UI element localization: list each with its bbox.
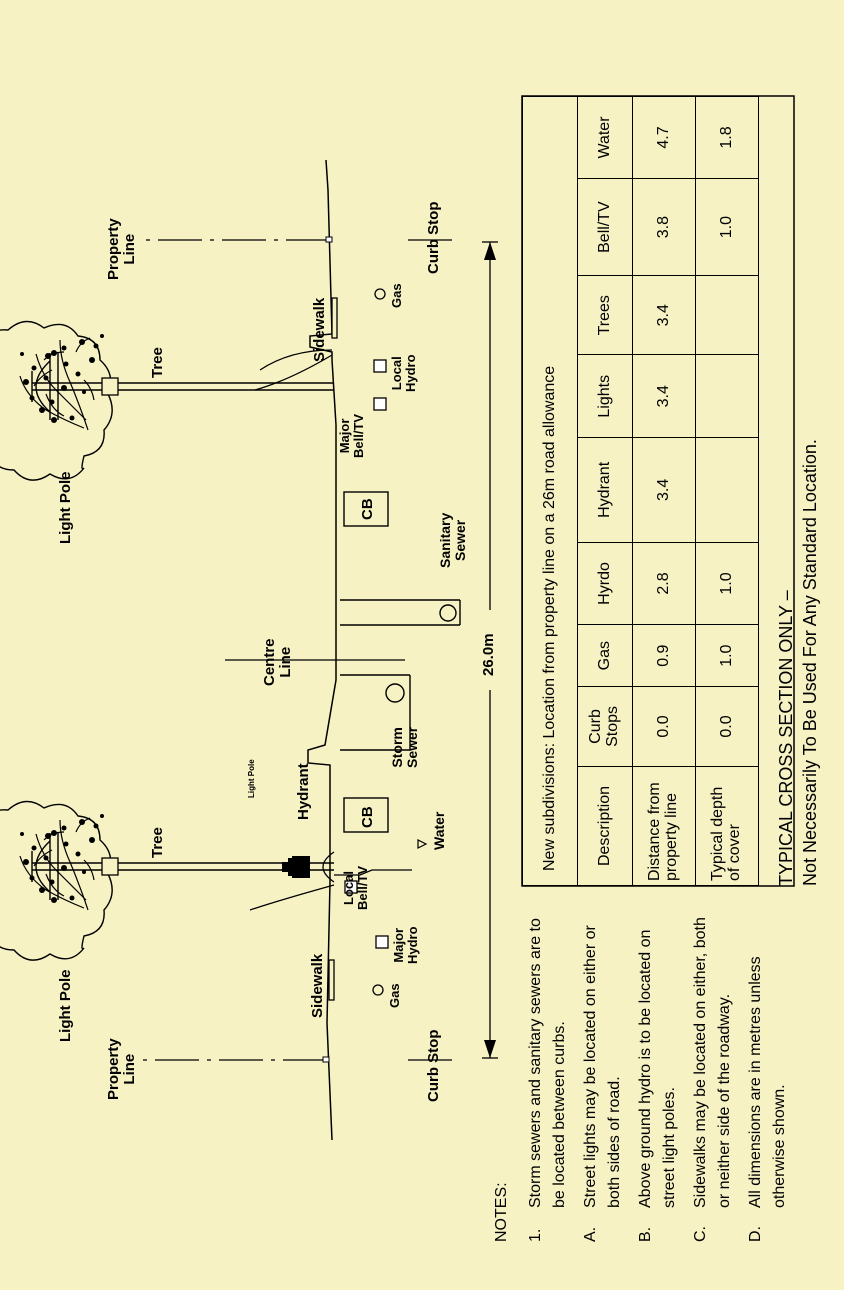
note-item: C. Sidewalks may be located on either, bo…: [689, 902, 737, 1242]
table-cell: [695, 437, 759, 543]
note-item: 1. Storm sewers and sanitary sewers are t…: [524, 902, 572, 1242]
light-pole-left-label: Light Pole: [57, 969, 74, 1043]
table-header-row: Description Curb Stops Gas Hyrdo Hydrant…: [577, 96, 633, 886]
storm-sewer-pipe: [385, 683, 405, 703]
light-pole-small-label: Light Pole: [247, 759, 256, 798]
major-hydro-box: [375, 935, 389, 949]
curb-stop-left-label: Curb Stop: [425, 1029, 442, 1103]
tree-left-label: Tree: [149, 827, 166, 858]
gas-circle-left: [372, 984, 384, 996]
gas-circle-right: [374, 288, 386, 300]
catch-basin-right-label: CB: [359, 498, 376, 520]
table-caption: New subdivisions: Location from property…: [522, 96, 578, 886]
sidewalk-right: [331, 297, 338, 339]
table-cell: 1.0: [695, 624, 759, 687]
catch-basin-right: [343, 491, 389, 527]
local-bell-box-left: [344, 880, 358, 894]
table-cell: 1.0: [695, 178, 759, 276]
table-cell: 3.4: [632, 354, 696, 438]
table-header-cell: Water: [577, 96, 633, 179]
table-cell: 0.0: [695, 686, 759, 767]
notes-block: NOTES: 1. Storm sewers and sanitary sewer…: [490, 902, 792, 1242]
storm-sewer-label: Storm Sewer: [389, 726, 420, 768]
water-label: Water: [431, 811, 447, 850]
catch-basin-left: [343, 797, 389, 833]
table-cell: 3.8: [632, 178, 696, 276]
note-key: B.: [637, 1226, 654, 1242]
gas-left-label: Gas: [387, 983, 402, 1008]
table-cell: Typical depth of cover: [695, 766, 759, 886]
sanitary-sewer-pipe: [439, 604, 457, 622]
table-cell: 4.7: [632, 96, 696, 179]
ground-profile: [307, 159, 337, 1141]
table-cell: [695, 275, 759, 355]
note-text: Sidewalks may be located on either, both…: [692, 917, 733, 1208]
table-cell: 3.4: [632, 437, 696, 543]
water-service: [334, 869, 412, 876]
table-cell: 0.9: [632, 624, 696, 687]
table-cell: 2.8: [632, 542, 696, 625]
cross-section-caption-line2: Not Necessarily To Be Used For Any Stand…: [800, 439, 820, 886]
property-line-right-label: Property Line: [105, 218, 138, 280]
location-table: New subdivisions: Location from property…: [522, 96, 759, 886]
table-header-cell: Lights: [577, 354, 633, 438]
sidewalk-left-label: Sidewalk: [309, 953, 326, 1018]
local-hydro-right-label: Local Hydro: [389, 354, 418, 392]
note-key: 1.: [527, 1228, 544, 1242]
note-text: Storm sewers and sanitary sewers are to …: [527, 918, 568, 1208]
note-text: All dimensions are in metres unless othe…: [747, 956, 788, 1208]
table-cell: 3.4: [632, 275, 696, 355]
major-bell-tv-right-label: Major Bell/TV: [337, 413, 366, 458]
local-bell-tv-left-label: Local Bell/TV: [341, 865, 370, 910]
note-item: B. Above ground hydro is to be located on…: [634, 902, 682, 1242]
note-item: A. Street lights may be located on either…: [579, 902, 627, 1242]
hydrant-symbol: [282, 851, 335, 883]
sidewalk-left: [328, 959, 335, 1001]
note-text: Above ground hydro is to be located on s…: [637, 929, 678, 1208]
table-cell: 1.0: [695, 542, 759, 625]
table-header-cell: Hyrdo: [577, 542, 633, 625]
note-key: A.: [582, 1226, 599, 1242]
gas-right-label: Gas: [389, 283, 404, 308]
tree-right-label: Tree: [149, 347, 166, 378]
centre-line-label: Centre Line: [261, 638, 294, 686]
hydrant-label: Hydrant: [295, 763, 312, 820]
cross-section-caption-line1: TYPICAL CROSS SECTION ONLY –: [776, 590, 796, 886]
local-hydro-box-right: [373, 359, 387, 373]
table-cell: 1.8: [695, 96, 759, 179]
major-hydro-label: Major Hydro: [391, 926, 420, 964]
major-bell-box-right: [373, 397, 387, 411]
table-header-cell: Bell/TV: [577, 178, 633, 276]
catch-basin-left-label: CB: [359, 806, 376, 828]
property-line-left-label: Property Line: [105, 1038, 138, 1100]
sanitary-sewer-label: Sanitary Sewer: [437, 512, 468, 568]
table-row: Typical depth of cover 0.0 1.0 1.0 1.0 1…: [695, 96, 759, 886]
table-cell: 0.0: [632, 686, 696, 767]
curb-stop-right-label: Curb Stop: [425, 201, 442, 275]
tree-left: [0, 800, 113, 961]
table-header-cell: Description: [577, 766, 633, 886]
sidewalk-right-label: Sidewalk: [311, 297, 328, 362]
table-cell: Distance from property line: [632, 766, 696, 886]
table-header-cell: Trees: [577, 275, 633, 355]
tree-right: [0, 320, 113, 481]
table-header-cell: Gas: [577, 624, 633, 687]
notes-heading: NOTES:: [493, 1182, 510, 1242]
note-text: Street lights may be located on either o…: [582, 925, 623, 1208]
table-row: Distance from property line 0.0 0.9 2.8 …: [632, 96, 696, 886]
light-pole-right-label: Light Pole: [57, 471, 74, 545]
dimension-label: 26.0m: [480, 633, 497, 676]
table-header-cell: Hydrant: [577, 437, 633, 543]
note-key: C.: [692, 1226, 709, 1242]
note-item: D. All dimensions are in metres unless ot…: [744, 902, 792, 1242]
table-header-cell: Curb Stops: [577, 686, 633, 767]
table-cell: [695, 354, 759, 438]
note-key: D.: [747, 1226, 764, 1242]
